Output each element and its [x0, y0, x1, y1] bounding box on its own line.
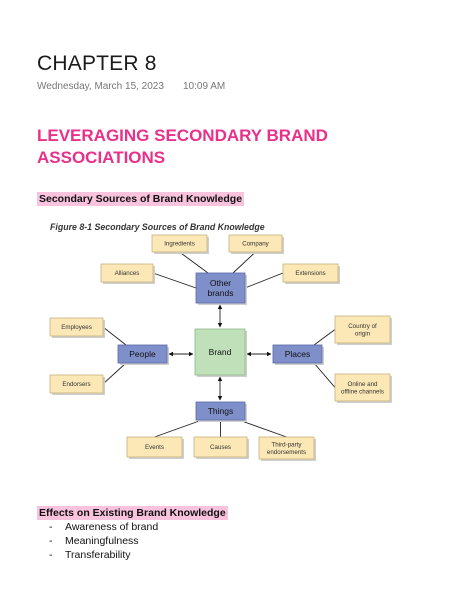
leaf-causes: Causes — [193, 436, 249, 459]
hub-people-label: People — [129, 349, 156, 359]
hub-other-brands-label: Other — [210, 278, 231, 288]
effects-list: -Awareness of brand -Meaningfulness -Tra… — [37, 520, 158, 562]
list-item: -Awareness of brand — [49, 521, 159, 533]
figure-caption: Figure 8-1 Secondary Sources of Brand Kn… — [50, 222, 265, 232]
page-title: LEVERAGING SECONDARY BRAND ASSOCIATIONS — [37, 126, 328, 167]
leaf-channels-label: offline channels — [341, 389, 384, 396]
leaf-country-of-origin-label: Country of — [348, 323, 377, 330]
chapter-heading: CHAPTER 8 — [37, 52, 157, 75]
line-company — [232, 251, 256, 274]
page-date: Wednesday, March 15, 2023 — [37, 81, 164, 92]
leaf-ingredients-label: Ingredients — [164, 241, 195, 248]
section-heading-effects: Effects on Existing Brand Knowledge — [37, 506, 228, 520]
leaf-alliances-label: Alliances — [115, 270, 140, 277]
leaf-employees: Employees — [49, 317, 105, 338]
section-heading-secondary-sources: Secondary Sources of Brand Knowledge — [37, 192, 245, 206]
line-third-party — [238, 419, 287, 438]
hub-places: Places — [272, 344, 324, 365]
line-ingredients — [179, 251, 209, 274]
list-item: -Transferability — [49, 549, 131, 561]
line-country-of-origin — [313, 329, 336, 346]
leaf-alliances: Alliances — [100, 263, 155, 284]
hub-places-label: Places — [285, 349, 311, 359]
leaf-extensions: Extensions — [282, 263, 340, 284]
hub-other-brands-label: brands — [208, 288, 234, 298]
leaf-company-label: Company — [242, 241, 269, 248]
leaf-channels-label: Online and — [348, 381, 378, 388]
leaf-third-party-label: Third-party — [272, 441, 303, 448]
brand-node-label: Brand — [209, 347, 232, 357]
leaf-ingredients: Ingredients — [151, 234, 209, 254]
line-employees — [102, 326, 127, 346]
line-extensions — [244, 272, 284, 289]
leaf-events: Events — [126, 436, 184, 459]
leaf-country-of-origin-label: origin — [355, 331, 371, 338]
leaf-events-label: Events — [145, 444, 164, 451]
hub-people: People — [117, 344, 169, 365]
leaf-employees-label: Employees — [61, 324, 92, 331]
leaf-extensions-label: Extensions — [295, 270, 325, 277]
page-time: 10:09 AM — [183, 81, 226, 92]
leaf-causes-label: Causes — [210, 444, 231, 451]
leaf-endorsers-label: Endorsers — [62, 381, 90, 388]
leaf-third-party-label: endorsements — [267, 449, 306, 456]
leaf-company: Company — [228, 234, 284, 254]
connector-lines — [102, 251, 336, 438]
line-alliances — [152, 272, 197, 289]
leaf-endorsers: Endorsers — [49, 374, 105, 395]
line-endorsers — [102, 362, 127, 385]
line-channels — [313, 362, 336, 388]
hub-things-label: Things — [208, 406, 234, 416]
brand-node: Brand — [194, 328, 247, 377]
line-events — [154, 419, 203, 438]
hub-things: Things — [195, 401, 247, 422]
list-item: -Meaningfulness — [49, 535, 139, 547]
